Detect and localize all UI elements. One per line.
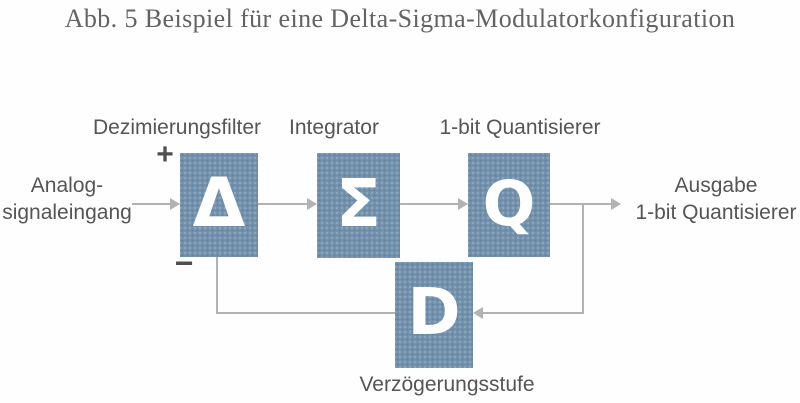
connector-sigma-to-quantizer — [400, 203, 460, 205]
label-verzoegerungsstufe: Verzögerungsstufe — [359, 373, 535, 396]
delta-symbol: Δ — [192, 163, 246, 243]
block-delta-dezimierungsfilter: Δ — [180, 153, 258, 257]
output-signal-label-line1: Ausgabe — [674, 174, 758, 197]
label-integrator: Integrator — [289, 116, 379, 139]
connector-output-branch-down — [582, 204, 584, 314]
sigma-symbol: Σ — [335, 165, 382, 242]
connector-input-to-delta — [132, 203, 173, 205]
connector-branch-to-delay — [482, 312, 583, 314]
arrowhead-into-sigma-icon — [307, 198, 317, 210]
connector-feedback-up-to-delta — [216, 257, 218, 314]
label-1bit-quantisierer: 1-bit Quantisierer — [439, 116, 601, 139]
block-q-quantisierer: Q — [468, 153, 550, 257]
block-sigma-integrator: Σ — [317, 153, 400, 258]
connector-quantizer-to-output — [550, 203, 613, 205]
connector-delta-to-sigma — [258, 203, 310, 205]
arrowhead-into-quantizer-icon — [458, 198, 468, 210]
arrowhead-into-delta-icon — [170, 198, 180, 210]
d-symbol: D — [407, 276, 461, 350]
figure-caption: Abb. 5 Beispiel für eine Delta-Sigma-Mod… — [64, 4, 736, 33]
block-d-verzoegerungsstufe: D — [395, 262, 473, 368]
arrowhead-into-delay-icon — [473, 307, 483, 319]
label-dezimierungsfilter: Dezimierungsfilter — [92, 116, 262, 139]
q-symbol: Q — [482, 166, 536, 240]
output-signal-label: Ausgabe 1-bit Quantisierer — [630, 172, 800, 226]
arrowhead-output-icon — [611, 198, 621, 210]
input-signal-label-line1: Analog- — [30, 174, 104, 197]
connector-delay-feedback — [217, 312, 395, 314]
input-signal-label-line2: signaleingang — [2, 201, 132, 224]
output-signal-label-line2: 1-bit Quantisierer — [635, 201, 797, 224]
input-signal-label: Analog- signaleingang — [0, 172, 134, 226]
plus-sign: + — [156, 138, 174, 171]
